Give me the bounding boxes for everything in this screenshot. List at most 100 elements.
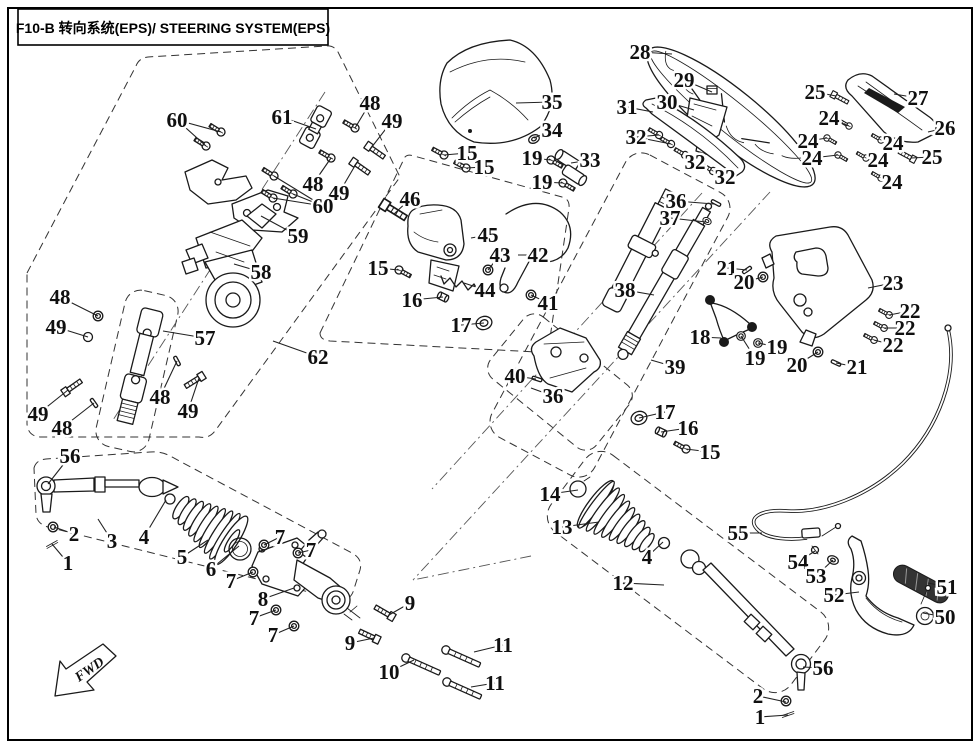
eps-motor-unit — [181, 203, 277, 328]
leader-line — [281, 116, 317, 130]
part-number-50: 50 — [935, 605, 956, 629]
leader-line — [685, 448, 711, 453]
part-number-49: 49 — [329, 181, 350, 205]
part-number-24: 24 — [819, 106, 841, 130]
part-number-8: 8 — [258, 587, 269, 611]
part-number-48: 48 — [52, 416, 73, 440]
part-number-15: 15 — [700, 440, 721, 464]
title-box — [17, 8, 329, 46]
part-number-32: 32 — [626, 125, 647, 149]
part-number-62: 62 — [308, 345, 329, 369]
column-clamp-blocks — [554, 148, 588, 187]
part-number-16: 16 — [678, 416, 699, 440]
leader-line — [867, 282, 894, 289]
part-number-4: 4 — [642, 545, 653, 569]
part-number-24: 24 — [802, 146, 824, 170]
boot-ring — [228, 537, 252, 561]
leader-line — [880, 177, 893, 183]
leader-line — [533, 129, 553, 139]
leader-line — [260, 215, 299, 237]
leader-line — [470, 682, 496, 688]
leader-line — [162, 330, 206, 339]
leader-line — [639, 51, 673, 55]
part-number-31: 31 — [617, 95, 638, 119]
leader-line — [893, 93, 919, 99]
leader-line — [660, 427, 689, 433]
part-number-15: 15 — [368, 256, 389, 280]
leader-line — [802, 666, 824, 669]
part-number-24: 24 — [798, 129, 820, 153]
leader-line — [53, 526, 75, 535]
part-number-17: 17 — [655, 400, 676, 424]
leader-line — [59, 296, 99, 317]
part-number-45: 45 — [478, 223, 499, 247]
leader-line — [699, 336, 722, 339]
leader-line — [530, 294, 549, 304]
part-number-27: 27 — [908, 86, 929, 110]
part-number-51: 51 — [937, 575, 958, 599]
handlebar-pod — [845, 73, 937, 143]
page-title: F10-B 转向系统(EPS)/ STEERING SYSTEM(EPS) — [16, 20, 330, 36]
lock-lever — [499, 202, 572, 294]
leader-line — [880, 139, 894, 144]
leader-line — [743, 276, 764, 283]
part-number-30: 30 — [657, 90, 678, 114]
leader-line — [443, 152, 468, 156]
part-number-56: 56 — [813, 656, 834, 680]
part-number-14: 14 — [540, 482, 562, 506]
leader-line — [377, 267, 400, 271]
pedal-pad — [892, 564, 950, 604]
part-number-16: 16 — [402, 288, 423, 312]
part-number-19: 19 — [767, 335, 788, 359]
right-boot-clamp — [569, 476, 591, 498]
part-number-4: 4 — [139, 525, 150, 549]
leader-line — [669, 217, 707, 223]
part-number-7: 7 — [226, 569, 237, 593]
part-number-3: 3 — [107, 529, 118, 553]
leader-line — [263, 536, 281, 546]
leader-line — [210, 545, 240, 570]
leader-line — [393, 198, 411, 215]
part-number-48: 48 — [360, 91, 381, 115]
leader-line — [159, 360, 178, 398]
left-boot — [172, 495, 249, 566]
leader-line — [650, 359, 676, 368]
leader-line — [292, 193, 324, 207]
upper-steering-shaft — [601, 188, 676, 313]
leader-line — [230, 571, 254, 582]
leader-line — [253, 609, 277, 619]
leader-line — [814, 91, 837, 97]
leader-line — [646, 541, 664, 558]
leader-line — [757, 695, 787, 703]
leader-line — [531, 157, 552, 161]
leader-line — [796, 351, 819, 366]
part-number-24: 24 — [868, 148, 890, 172]
part-number-48: 48 — [150, 385, 171, 409]
part-number-61: 61 — [272, 105, 293, 129]
pod-emblem — [864, 88, 905, 113]
left-tie-rod — [36, 476, 179, 513]
leader-line — [635, 134, 660, 138]
part-number-32: 32 — [685, 150, 706, 174]
column-top-cover — [439, 39, 553, 144]
leader-line — [47, 455, 71, 485]
part-number-42: 42 — [528, 243, 549, 267]
leader-line — [726, 267, 748, 271]
part-number-1: 1 — [63, 551, 74, 575]
leader-line — [143, 499, 167, 538]
ignition-lock-body — [407, 204, 465, 292]
leader-line — [272, 197, 324, 207]
part-number-9: 9 — [405, 591, 416, 615]
leader-line — [470, 234, 489, 239]
leader-line — [683, 79, 713, 93]
part-number-25: 25 — [922, 145, 943, 169]
leader-line — [833, 591, 860, 596]
part-number-33: 33 — [580, 148, 601, 172]
part-number-24: 24 — [882, 170, 904, 194]
leader-line — [635, 136, 672, 145]
part-number-7: 7 — [249, 606, 260, 630]
leader-line — [927, 582, 948, 588]
leader-line — [388, 659, 415, 673]
